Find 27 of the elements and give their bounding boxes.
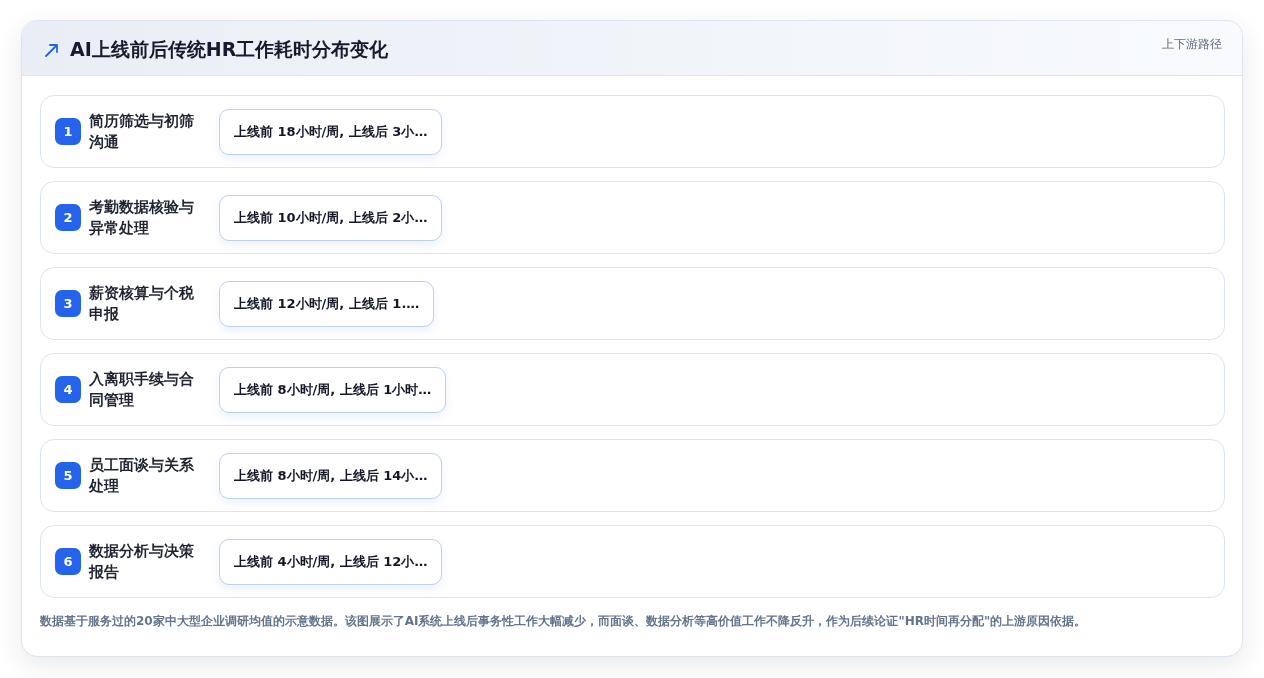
number-badge: 3: [55, 290, 81, 317]
row-card: [40, 181, 1225, 254]
row-card: [40, 525, 1225, 598]
task-label: 数据分析与决策报告: [89, 542, 195, 582]
task-label: 入离职手续与合同管理: [89, 370, 195, 410]
number-badge: 5: [55, 462, 81, 489]
value-pill: 上线前 18小时/周, 上线后 3小…: [219, 109, 443, 155]
value-pill: 上线前 10小时/周, 上线后 2小…: [219, 195, 443, 241]
value-pill: 上线前 4小时/周, 上线后 12小…: [219, 539, 443, 585]
task-label: 员工面谈与关系处理: [89, 456, 195, 496]
task-label: 简历筛选与初筛沟通: [89, 112, 195, 152]
header-note: 上下游路径: [1162, 36, 1222, 52]
value-pill: 上线前 12小时/周, 上线后 1.…: [219, 281, 435, 327]
value-pill: 上线前 8小时/周, 上线后 14小…: [219, 453, 443, 499]
title: AI上线前后传统HR工作耗时分布变化: [70, 37, 389, 62]
row-card: [40, 353, 1225, 426]
caption: 数据基于服务过的20家中大型企业调研均值的示意数据。该图展示了AI系统上线后事务性工作大幅减少，而面谈、数据分析等高价值工作不降反升，作为后续论证"HR时间再分配"的上游原因依据。: [40, 613, 1087, 630]
row-card: [40, 95, 1225, 168]
row-card: [40, 267, 1225, 340]
number-badge: 4: [55, 376, 81, 403]
number-badge: 1: [55, 118, 81, 145]
row-card: [40, 439, 1225, 512]
number-badge: 2: [55, 204, 81, 231]
number-badge: 6: [55, 548, 81, 575]
value-pill: 上线前 8小时/周, 上线后 1小时…: [219, 367, 447, 413]
task-label: 考勤数据核验与异常处理: [89, 198, 195, 238]
task-label: 薪资核算与个税申报: [89, 284, 195, 324]
